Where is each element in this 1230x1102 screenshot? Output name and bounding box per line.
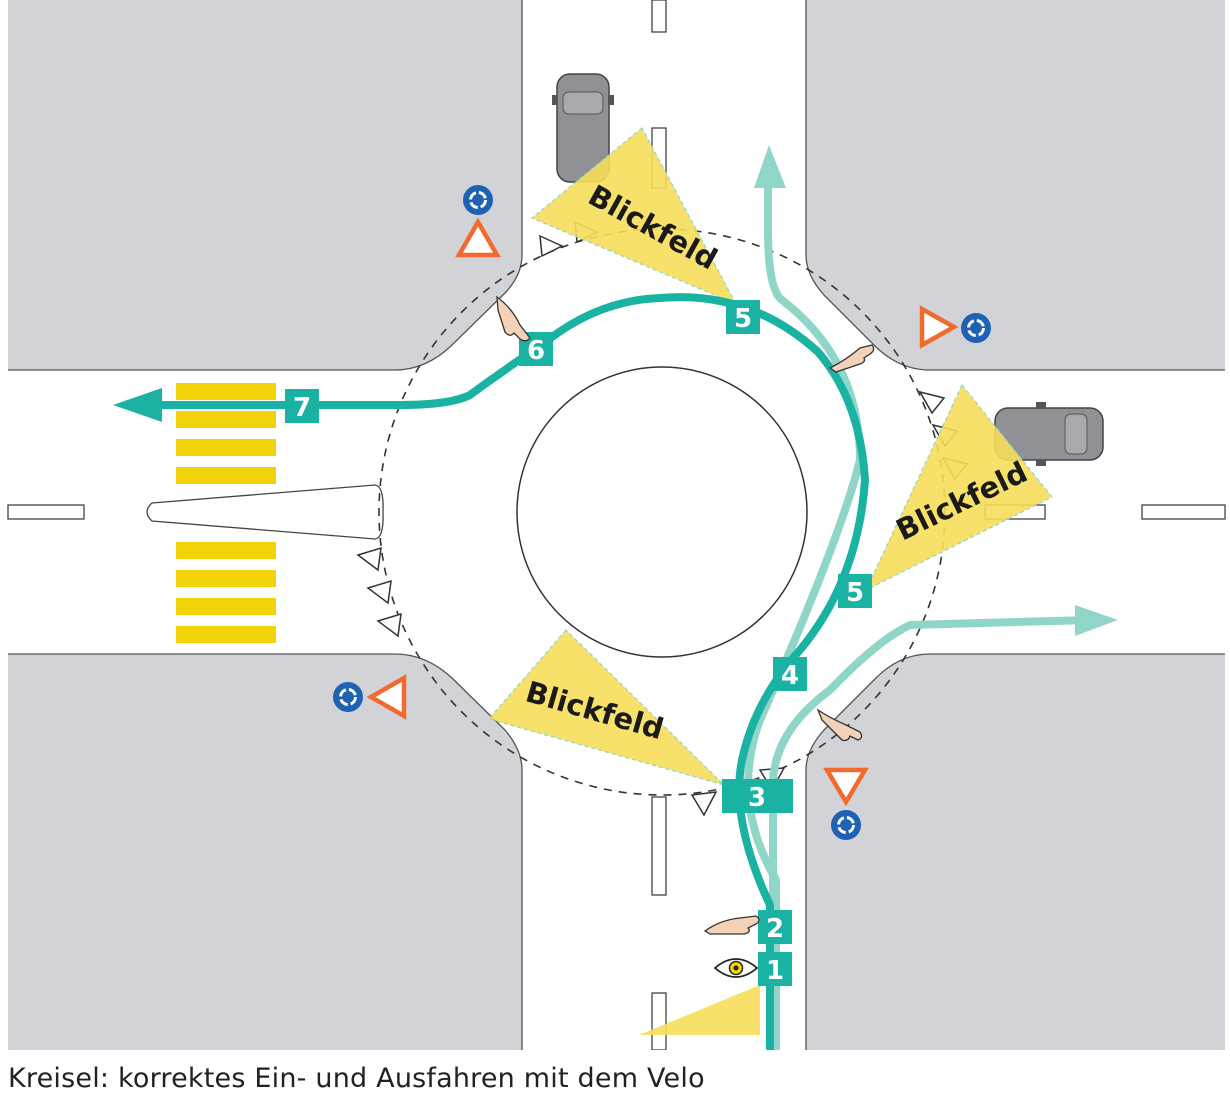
splitter-island [146, 484, 384, 540]
roundabout-sign-icon [463, 185, 493, 215]
arrowhead-west [113, 388, 162, 422]
yield-sign-icon [455, 217, 501, 258]
svg-text:5: 5 [734, 304, 752, 334]
hand-signal-icon [703, 915, 760, 935]
car-east [994, 402, 1104, 466]
yield-sign-icon [919, 305, 959, 349]
svg-text:5: 5 [846, 578, 864, 608]
crosswalk [176, 383, 276, 643]
svg-text:1: 1 [766, 956, 784, 986]
svg-text:6: 6 [527, 336, 545, 366]
svg-text:4: 4 [781, 661, 799, 691]
field-of-view-cyclist [639, 985, 760, 1035]
step-3: 3 [722, 779, 793, 813]
roundabout-sign-icon [333, 682, 363, 712]
roundabout-sign-icon [961, 313, 991, 343]
step-2: 2 [758, 910, 792, 944]
step-1: 1 [758, 952, 792, 986]
svg-text:7: 7 [293, 393, 311, 423]
figure-caption: Kreisel: korrektes Ein- und Ausfahren mi… [8, 1063, 705, 1094]
block-ne [806, 0, 1225, 370]
svg-text:3: 3 [748, 783, 766, 813]
step-4: 4 [773, 657, 807, 691]
hand-signal-icon [496, 295, 531, 342]
yield-sign-icon [823, 767, 869, 807]
block-nw [8, 0, 522, 370]
step-7: 7 [285, 389, 319, 423]
roundabout-diagram: Blickfeld Blickfeld Blickfeld 1 2 3 4 5 … [7, 0, 1226, 1050]
eye-icon [713, 958, 759, 978]
hand-signal-icon [828, 344, 875, 373]
svg-text:2: 2 [766, 914, 784, 944]
step-5a: 5 [838, 574, 872, 608]
block-sw [8, 654, 522, 1050]
arrowhead-east [1075, 605, 1118, 636]
roundabout-sign-icon [831, 810, 861, 840]
arrowhead-north [754, 145, 786, 188]
field-of-view-south: Blickfeld [487, 629, 725, 786]
central-island [516, 366, 808, 658]
step-5b: 5 [726, 300, 760, 334]
hand-signal-icon [816, 708, 863, 742]
block-se [806, 654, 1225, 1050]
yield-sign-icon [366, 674, 407, 720]
route-east-exit [769, 616, 1094, 1050]
